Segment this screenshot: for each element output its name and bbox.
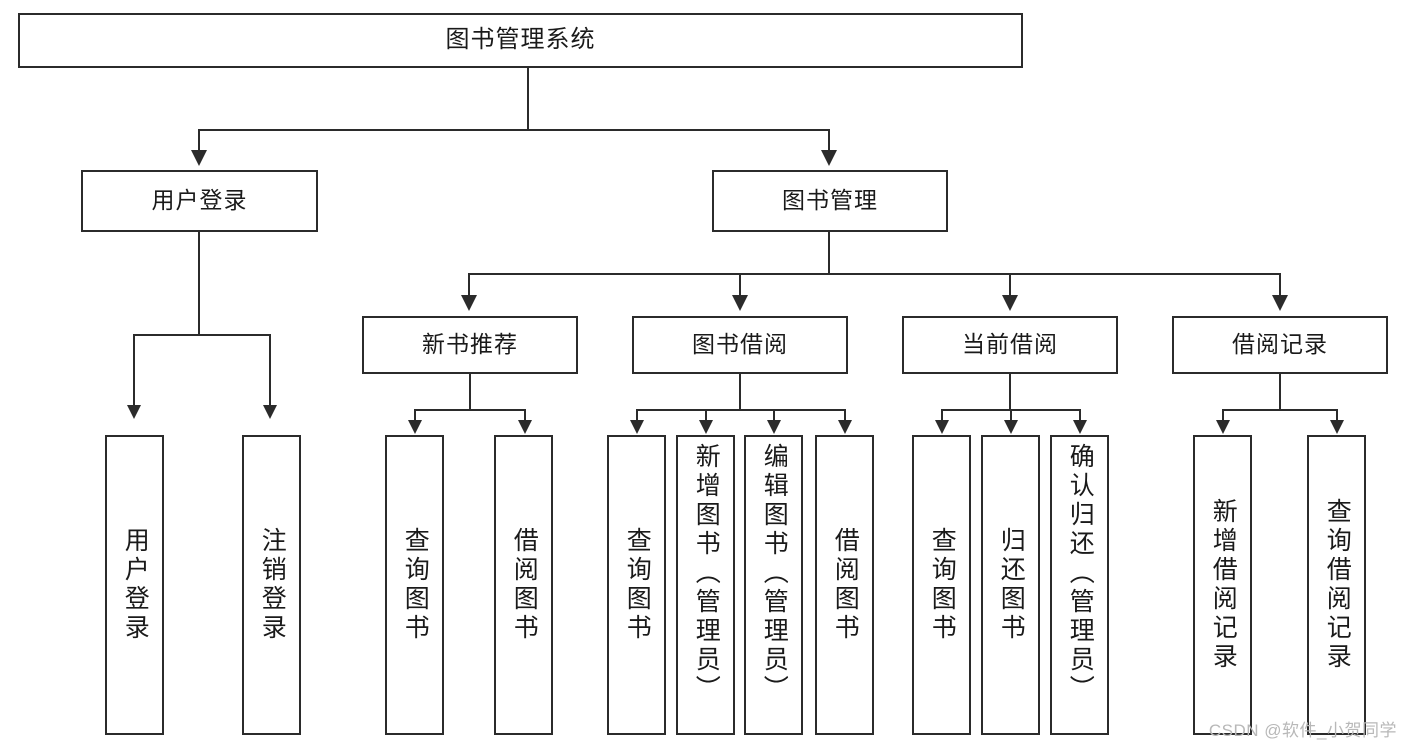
node-label: 新增图书（管理员） <box>692 443 721 704</box>
node-label: 注销登录 <box>258 527 287 643</box>
connector-root-stem <box>527 68 529 130</box>
connector-new-book-rec-bus <box>414 409 526 411</box>
node-borrow-record[interactable]: 借阅记录 <box>1172 316 1388 374</box>
connector-user-login-child-2 <box>269 334 271 406</box>
node-label: 借阅图书 <box>510 527 539 643</box>
node-label: 图书管理 <box>782 187 878 214</box>
connector-new-book-rec-child-1 <box>414 409 416 421</box>
node-label: 借阅图书 <box>831 527 860 643</box>
arrow-user-login-child-2 <box>263 405 277 419</box>
arrow-borrow-record-child-1 <box>1216 420 1230 434</box>
node-label: 新书推荐 <box>422 331 518 358</box>
arrow-current-borrow-child-3 <box>1073 420 1087 434</box>
connector-book-manage-bus <box>468 273 1280 275</box>
node-book-borrow[interactable]: 图书借阅 <box>632 316 848 374</box>
connector-book-borrow-child-1 <box>636 409 638 421</box>
leaf-query-borrow-record[interactable]: 查询借阅记录 <box>1307 435 1366 735</box>
leaf-add-borrow-record[interactable]: 新增借阅记录 <box>1193 435 1252 735</box>
node-label: 借阅记录 <box>1232 331 1328 358</box>
connector-book-manage-stem <box>828 232 830 274</box>
arrow-borrow-record-child-2 <box>1330 420 1344 434</box>
arrow-book-manage-child-2 <box>732 295 748 311</box>
leaf-query-book-new-rec[interactable]: 查询图书 <box>385 435 444 735</box>
node-label: 查询图书 <box>401 527 430 643</box>
connector-root-to-book-manage <box>828 129 830 151</box>
leaf-edit-book-admin[interactable]: 编辑图书（管理员） <box>744 435 803 735</box>
connector-user-login-stem <box>198 232 200 335</box>
node-root-book-management-system[interactable]: 图书管理系统 <box>18 13 1023 68</box>
connector-book-manage-child-1 <box>468 273 470 296</box>
node-label: 图书借阅 <box>692 331 788 358</box>
connector-book-manage-child-3 <box>1009 273 1011 296</box>
leaf-return-book[interactable]: 归还图书 <box>981 435 1040 735</box>
arrow-new-book-rec-child-1 <box>408 420 422 434</box>
leaf-user-login[interactable]: 用户登录 <box>105 435 164 735</box>
connector-new-book-rec-stem <box>469 374 471 410</box>
leaf-borrow-book-borrow[interactable]: 借阅图书 <box>815 435 874 735</box>
leaf-query-book-current[interactable]: 查询图书 <box>912 435 971 735</box>
node-label: 编辑图书（管理员） <box>760 443 789 704</box>
node-label: 用户登录 <box>121 527 150 643</box>
node-label: 查询图书 <box>928 527 957 643</box>
connector-new-book-rec-child-2 <box>524 409 526 421</box>
node-label: 确认归还（管理员） <box>1066 443 1095 704</box>
arrow-book-manage-child-3 <box>1002 295 1018 311</box>
arrow-book-borrow-child-1 <box>630 420 644 434</box>
arrow-new-book-rec-child-2 <box>518 420 532 434</box>
node-label: 查询图书 <box>623 527 652 643</box>
connector-user-login-bus <box>133 334 271 336</box>
arrow-book-borrow-child-3 <box>767 420 781 434</box>
leaf-user-logout[interactable]: 注销登录 <box>242 435 301 735</box>
connector-current-borrow-child-2 <box>1010 409 1012 421</box>
node-label: 用户登录 <box>151 187 248 214</box>
node-label: 当前借阅 <box>962 331 1058 358</box>
arrow-book-borrow-child-4 <box>838 420 852 434</box>
arrow-root-to-user-login <box>191 150 207 166</box>
arrow-root-to-book-manage <box>821 150 837 166</box>
connector-borrow-record-child-2 <box>1336 409 1338 421</box>
connector-borrow-record-child-1 <box>1222 409 1224 421</box>
node-label: 归还图书 <box>997 527 1026 643</box>
connector-current-borrow-stem <box>1009 374 1011 410</box>
arrow-book-manage-child-4 <box>1272 295 1288 311</box>
connector-book-borrow-child-2 <box>705 409 707 421</box>
connector-root-to-user-login <box>198 129 200 151</box>
arrow-user-login-child-1 <box>127 405 141 419</box>
connector-book-manage-child-4 <box>1279 273 1281 296</box>
node-book-management[interactable]: 图书管理 <box>712 170 948 232</box>
connector-book-borrow-child-4 <box>844 409 846 421</box>
connector-user-login-child-1 <box>133 334 135 406</box>
arrow-current-borrow-child-1 <box>935 420 949 434</box>
connector-book-borrow-stem <box>739 374 741 410</box>
node-current-borrow[interactable]: 当前借阅 <box>902 316 1118 374</box>
leaf-add-book-admin[interactable]: 新增图书（管理员） <box>676 435 735 735</box>
connector-current-borrow-child-1 <box>941 409 943 421</box>
arrow-current-borrow-child-2 <box>1004 420 1018 434</box>
csdn-watermark: CSDN @软件_小贺同学 <box>1208 721 1397 740</box>
arrow-book-manage-child-1 <box>461 295 477 311</box>
connector-book-manage-child-2 <box>739 273 741 296</box>
connector-current-borrow-child-3 <box>1079 409 1081 421</box>
connector-root-bus <box>198 129 830 131</box>
node-label: 查询借阅记录 <box>1323 498 1352 672</box>
node-label: 图书管理系统 <box>445 26 596 54</box>
connector-book-borrow-child-3 <box>773 409 775 421</box>
connector-borrow-record-stem <box>1279 374 1281 410</box>
arrow-book-borrow-child-2 <box>699 420 713 434</box>
leaf-query-book-borrow[interactable]: 查询图书 <box>607 435 666 735</box>
leaf-confirm-return-admin[interactable]: 确认归还（管理员） <box>1050 435 1109 735</box>
node-new-book-recommendation[interactable]: 新书推荐 <box>362 316 578 374</box>
connector-borrow-record-bus <box>1222 409 1338 411</box>
node-label: 新增借阅记录 <box>1209 498 1238 672</box>
node-user-login[interactable]: 用户登录 <box>81 170 318 232</box>
leaf-borrow-book-new-rec[interactable]: 借阅图书 <box>494 435 553 735</box>
connector-book-borrow-bus <box>636 409 846 411</box>
